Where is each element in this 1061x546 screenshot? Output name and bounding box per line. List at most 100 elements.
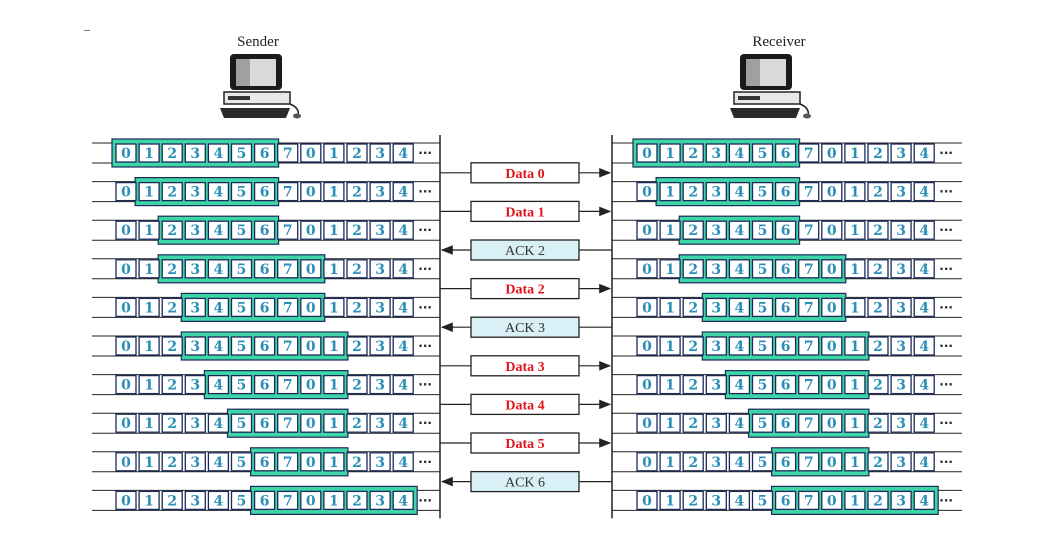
receiver-frame-number: 6 — [781, 493, 791, 509]
receiver-frame-number: 1 — [665, 300, 675, 316]
sender-frame-cell — [346, 490, 368, 511]
receiver-frame-number: 5 — [758, 455, 768, 471]
receiver-frame-number: 7 — [804, 223, 814, 239]
sender-ellipsis: ··· — [418, 185, 432, 199]
sender-frame-cell — [161, 143, 183, 163]
sender-frame-cell — [253, 297, 276, 318]
receiver-frame-cell — [821, 413, 843, 433]
sender-frame-number: 3 — [375, 493, 385, 509]
message-label: Data 4 — [505, 398, 544, 413]
sender-frame-cell — [369, 181, 391, 202]
receiver-frame-cell — [844, 181, 866, 202]
sender-frame-cell — [346, 374, 368, 395]
receiver-frame-cell — [774, 220, 797, 240]
sender-frame-cell — [138, 374, 160, 395]
sender-ellipsis: ··· — [418, 300, 432, 314]
sender-frame-cell — [184, 181, 206, 202]
sender-frame-number: 0 — [306, 185, 316, 201]
sender-frame-cell — [230, 181, 253, 202]
sender-frame-number: 2 — [352, 223, 362, 239]
receiver-frame-cell — [705, 143, 727, 163]
sender-frame-number: 6 — [260, 185, 270, 201]
sender-frame-number: 2 — [352, 300, 362, 316]
receiver-frame-number: 3 — [896, 185, 906, 201]
receiver-frame-number: 3 — [711, 339, 721, 355]
receiver-frame-cell — [659, 336, 681, 356]
receiver-frame-cell — [728, 452, 751, 472]
sender-frame-cell — [369, 413, 391, 433]
receiver-frame-number: 2 — [688, 262, 698, 278]
sender-frame-cell — [369, 452, 391, 472]
sender-frame-number: 2 — [167, 493, 177, 509]
receiver-frame-number: 2 — [873, 223, 883, 239]
sender-frame-number: 0 — [306, 300, 316, 316]
receiver-frame-cell — [890, 413, 912, 433]
sender-frame-cell — [230, 297, 253, 318]
sender-frame-number: 1 — [144, 185, 154, 201]
sender-frame-cell — [184, 259, 206, 279]
sender-frame-cell — [323, 297, 345, 318]
receiver-frame-cell — [636, 413, 658, 433]
receiver-frame-cell — [913, 490, 935, 511]
receiver-frame-number: 6 — [781, 146, 791, 162]
receiver-frame-cell — [890, 490, 912, 511]
receiver-frame-cell — [682, 181, 704, 202]
receiver-frame-cell — [751, 143, 774, 163]
sender-frame-cell — [277, 259, 299, 279]
receiver-frame-cell — [774, 297, 797, 318]
ack-message: ACK 2 — [440, 239, 612, 261]
receiver-frame-cell — [705, 374, 727, 395]
receiver-frame-number: 7 — [804, 378, 814, 394]
message-box — [470, 277, 580, 300]
receiver-frame-cell — [751, 259, 774, 279]
sender-frame-cell — [253, 220, 276, 240]
receiver-frame-number: 1 — [665, 493, 675, 509]
receiver-frame-number: 5 — [758, 378, 768, 394]
receiver-frame-cell — [798, 413, 820, 433]
sender-frame-cell — [230, 452, 253, 472]
message-box — [470, 470, 580, 493]
receiver-frame-cell — [636, 143, 658, 163]
receiver-frame-number: 0 — [642, 455, 652, 471]
sender-frame-cell — [253, 490, 276, 511]
sender-frame-cell — [392, 143, 414, 163]
receiver-frame-number: 4 — [919, 300, 929, 316]
sender-computer-icon — [220, 54, 301, 119]
receiver-frame-number: 6 — [781, 339, 791, 355]
receiver-frame-number: 5 — [758, 416, 768, 432]
sender-frame-number: 1 — [329, 146, 339, 162]
receiver-frame-cell — [705, 181, 727, 202]
receiver-frame-number: 2 — [688, 339, 698, 355]
sender-frame-number: 3 — [375, 455, 385, 471]
data-message: Data 3 — [440, 355, 612, 377]
sender-frame-cell — [207, 220, 230, 240]
receiver-frame-number: 0 — [642, 300, 652, 316]
receiver-frame-number: 6 — [781, 262, 791, 278]
sender-frame-number: 4 — [214, 339, 224, 355]
sender-frame-cell — [277, 220, 299, 240]
receiver-frame-number: 1 — [850, 493, 860, 509]
receiver-frame-number: 1 — [850, 185, 860, 201]
sender-frame-number: 1 — [329, 185, 339, 201]
receiver-frame-cell — [682, 374, 704, 395]
sender-frame-number: 3 — [190, 262, 200, 278]
receiver-frame-number: 3 — [711, 223, 721, 239]
receiver-frame-number: 3 — [711, 493, 721, 509]
message-box — [470, 432, 580, 454]
receiver-frame-number: 5 — [758, 339, 768, 355]
sender-frame-cell — [115, 374, 137, 395]
receiver-frame-cell — [867, 181, 889, 202]
receiver-frame-cell — [774, 413, 797, 433]
receiver-frame-cell — [751, 490, 774, 511]
receiver-frame-cell — [913, 452, 935, 472]
sender-frame-number: 1 — [144, 223, 154, 239]
receiver-frame-cell — [844, 490, 866, 511]
receiver-frame-number: 0 — [827, 455, 837, 471]
receiver-frame-number: 3 — [896, 378, 906, 394]
receiver-frame-number: 7 — [804, 262, 814, 278]
receiver-frame-number: 6 — [781, 223, 791, 239]
receiver-frame-number: 0 — [827, 185, 837, 201]
sender-frame-cell — [184, 220, 206, 240]
